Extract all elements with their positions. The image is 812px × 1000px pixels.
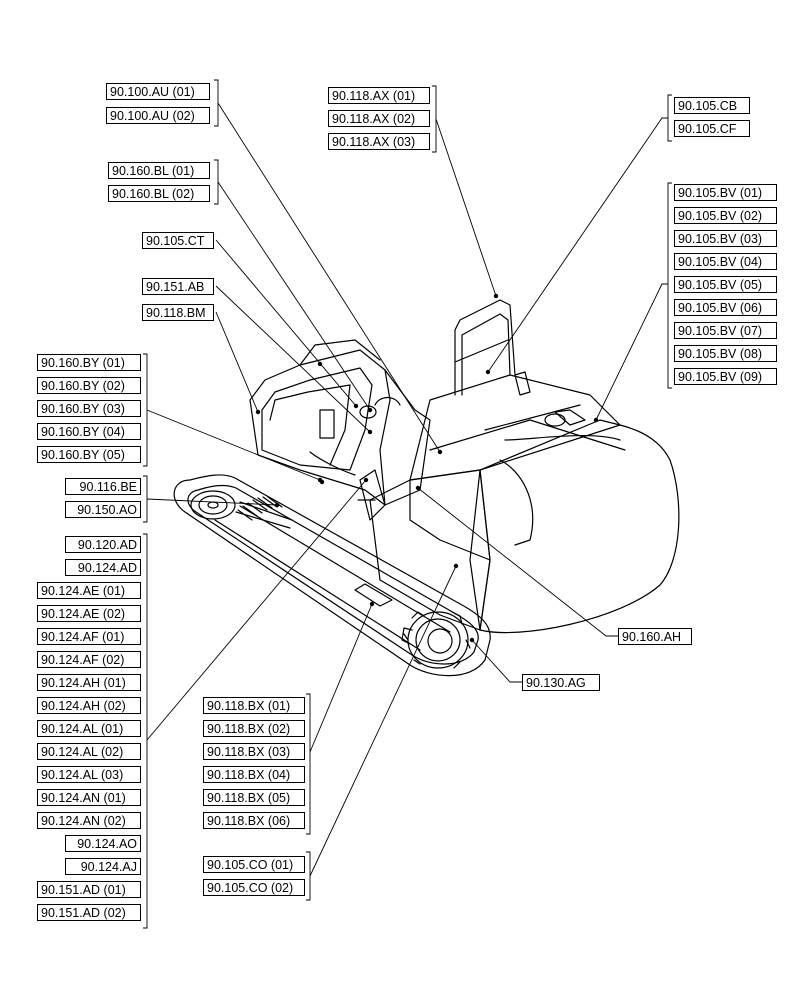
part-label-90-105-bv-02[interactable]: 90.105.BV (02) <box>674 207 777 224</box>
part-label-90-105-bv-07[interactable]: 90.105.BV (07) <box>674 322 777 339</box>
part-label-90-120-ad[interactable]: 90.120.AD <box>65 536 141 553</box>
part-label-90-151-ad-02[interactable]: 90.151.AD (02) <box>37 904 141 921</box>
part-label-90-124-al-03[interactable]: 90.124.AL (03) <box>37 766 141 783</box>
part-label-90-105-bv-03[interactable]: 90.105.BV (03) <box>674 230 777 247</box>
side-panel <box>369 469 491 631</box>
part-label-90-118-ax-02[interactable]: 90.118.AX (02) <box>328 110 430 127</box>
handrail <box>454 299 516 396</box>
part-label-90-124-ad[interactable]: 90.124.AD <box>65 559 141 576</box>
part-label-90-130-ag[interactable]: 90.130.AG <box>522 674 600 691</box>
part-label-90-105-bv-05[interactable]: 90.105.BV (05) <box>674 276 777 293</box>
part-label-90-105-ct[interactable]: 90.105.CT <box>142 232 214 249</box>
part-label-90-124-aj[interactable]: 90.124.AJ <box>65 858 141 875</box>
part-label-90-151-ab[interactable]: 90.151.AB <box>142 278 214 295</box>
part-label-90-124-an-01[interactable]: 90.124.AN (01) <box>37 789 141 806</box>
part-label-90-105-cb[interactable]: 90.105.CB <box>674 97 750 114</box>
part-label-90-124-ao[interactable]: 90.124.AO <box>65 835 141 852</box>
part-label-90-118-bx-03[interactable]: 90.118.BX (03) <box>203 743 305 760</box>
leader-dots <box>255 293 599 643</box>
part-label-90-124-ah-02[interactable]: 90.124.AH (02) <box>37 697 141 714</box>
drive-sprocket <box>401 611 471 669</box>
upper-structure <box>249 299 680 634</box>
part-label-90-100-au-01[interactable]: 90.100.AU (01) <box>106 83 210 100</box>
idler-wheel <box>190 490 236 520</box>
part-label-90-160-by-04[interactable]: 90.160.BY (04) <box>37 423 141 440</box>
part-label-90-160-bl-02[interactable]: 90.160.BL (02) <box>108 185 210 202</box>
part-label-90-105-bv-06[interactable]: 90.105.BV (06) <box>674 299 777 316</box>
part-label-90-160-by-02[interactable]: 90.160.BY (02) <box>37 377 141 394</box>
part-label-90-105-bv-08[interactable]: 90.105.BV (08) <box>674 345 777 362</box>
part-label-90-124-an-02[interactable]: 90.124.AN (02) <box>37 812 141 829</box>
recoil-spring <box>235 496 293 529</box>
part-label-90-160-by-01[interactable]: 90.160.BY (01) <box>37 354 141 371</box>
part-label-90-124-ae-02[interactable]: 90.124.AE (02) <box>37 605 141 622</box>
part-label-90-150-ao[interactable]: 90.150.AO <box>65 501 141 518</box>
part-label-90-118-ax-01[interactable]: 90.118.AX (01) <box>328 87 430 104</box>
engine-hood <box>409 374 621 481</box>
part-label-90-160-bl-01[interactable]: 90.160.BL (01) <box>108 162 210 179</box>
part-label-90-105-bv-09[interactable]: 90.105.BV (09) <box>674 368 777 385</box>
part-label-90-105-bv-04[interactable]: 90.105.BV (04) <box>674 253 777 270</box>
part-label-90-105-cf[interactable]: 90.105.CF <box>674 120 750 137</box>
part-label-90-105-co-02[interactable]: 90.105.CO (02) <box>203 879 305 896</box>
part-label-90-116-be[interactable]: 90.116.BE <box>65 478 141 495</box>
part-label-90-160-by-03[interactable]: 90.160.BY (03) <box>37 400 141 417</box>
part-label-90-118-bx-05[interactable]: 90.118.BX (05) <box>203 789 305 806</box>
part-label-90-118-ax-03[interactable]: 90.118.AX (03) <box>328 133 430 150</box>
part-label-90-118-bm[interactable]: 90.118.BM <box>142 304 214 321</box>
part-label-90-124-al-01[interactable]: 90.124.AL (01) <box>37 720 141 737</box>
part-label-90-105-bv-01[interactable]: 90.105.BV (01) <box>674 184 777 201</box>
part-label-90-124-af-01[interactable]: 90.124.AF (01) <box>37 628 141 645</box>
part-label-90-105-co-01[interactable]: 90.105.CO (01) <box>203 856 305 873</box>
part-label-90-124-af-02[interactable]: 90.124.AF (02) <box>37 651 141 668</box>
leader-lines <box>143 79 672 929</box>
counterweight <box>469 419 680 634</box>
track-assembly <box>173 474 491 677</box>
part-label-90-100-au-02[interactable]: 90.100.AU (02) <box>106 107 210 124</box>
part-label-90-124-al-02[interactable]: 90.124.AL (02) <box>37 743 141 760</box>
part-label-90-118-bx-02[interactable]: 90.118.BX (02) <box>203 720 305 737</box>
part-label-90-160-by-05[interactable]: 90.160.BY (05) <box>37 446 141 463</box>
part-label-90-124-ae-01[interactable]: 90.124.AE (01) <box>37 582 141 599</box>
part-label-90-118-bx-06[interactable]: 90.118.BX (06) <box>203 812 305 829</box>
part-label-90-160-ah[interactable]: 90.160.AH <box>618 628 692 645</box>
part-label-90-118-bx-04[interactable]: 90.118.BX (04) <box>203 766 305 783</box>
part-label-90-151-ad-01[interactable]: 90.151.AD (01) <box>37 881 141 898</box>
cab-window-panel <box>319 409 335 439</box>
part-label-90-118-bx-01[interactable]: 90.118.BX (01) <box>203 697 305 714</box>
part-label-90-124-ah-01[interactable]: 90.124.AH (01) <box>37 674 141 691</box>
